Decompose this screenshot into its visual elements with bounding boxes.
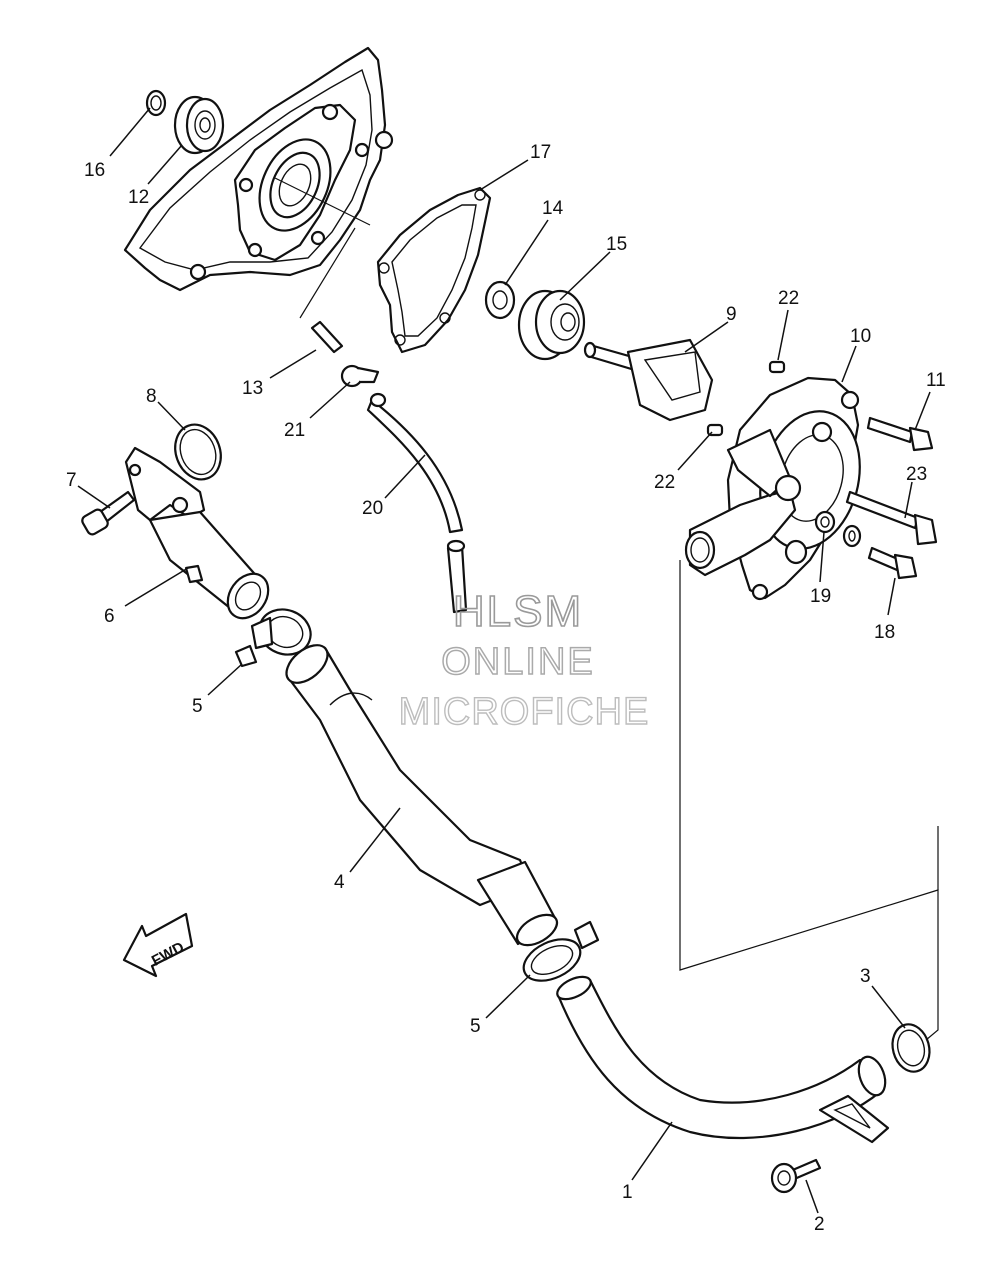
- watermark-line-2: ONLINE: [441, 641, 594, 683]
- callout-20: 20: [362, 498, 383, 519]
- water-pipe: [556, 975, 890, 1144]
- o-ring-3: [891, 1023, 931, 1073]
- crankcase-cover: [123, 46, 394, 292]
- callout-2: 2: [814, 1214, 825, 1235]
- callout-10: 10: [850, 326, 871, 347]
- washer-19: [784, 510, 862, 565]
- callout-15: 15: [606, 234, 627, 255]
- callout-11: 11: [926, 370, 946, 391]
- dowel-pin: [310, 320, 344, 354]
- callout-5-lower: 5: [470, 1016, 481, 1037]
- callout-17: 17: [530, 142, 551, 163]
- callout-6: 6: [104, 606, 115, 627]
- assembly-lines: [679, 560, 939, 1041]
- callout-18: 18: [874, 622, 895, 643]
- forward-arrow-icon: [122, 912, 194, 978]
- watermark-line-1: HLSM: [453, 587, 583, 636]
- callout-22-bottom: 22: [654, 472, 675, 493]
- circlip: [145, 89, 167, 117]
- dowel-pin-top: [768, 360, 786, 374]
- callout-3: 3: [860, 966, 871, 987]
- watermark-line-3: MICROFICHE: [399, 691, 650, 733]
- bolt-23: [845, 490, 938, 546]
- bearing: [173, 95, 225, 155]
- callout-7: 7: [66, 470, 77, 491]
- bolt-7: [81, 490, 136, 536]
- mechanical-seal: [517, 289, 586, 361]
- bolt-18: [867, 546, 918, 580]
- gasket: [376, 186, 492, 354]
- callout-19: 19: [810, 586, 831, 607]
- callout-23: 23: [906, 464, 927, 485]
- watermark: HLSM ONLINE MICROFICHE: [398, 586, 650, 734]
- callout-21: 21: [284, 420, 305, 441]
- leader-lines: [77, 107, 931, 1214]
- callout-1: 1: [622, 1182, 633, 1203]
- hose-clamp-upper: [234, 608, 312, 668]
- water-hose: [285, 644, 559, 947]
- callout-12: 12: [128, 187, 149, 208]
- hose-clamp-lower: [522, 920, 600, 982]
- water-pump-inlet-joint: [124, 446, 270, 620]
- hose-clamp-21: [340, 364, 380, 388]
- callout-labels: 16 12 17 14 15 9 22 10 11 13 21 8 20 22 …: [66, 142, 946, 1235]
- callout-22-top: 22: [778, 288, 799, 309]
- callout-14: 14: [542, 198, 564, 219]
- breather-hose: [366, 392, 468, 614]
- impeller-shaft: [583, 338, 714, 422]
- callout-13: 13: [242, 378, 263, 399]
- o-ring-8: [174, 423, 222, 481]
- callout-5-upper: 5: [192, 696, 203, 717]
- callout-9: 9: [726, 304, 737, 325]
- callout-16: 16: [84, 160, 105, 181]
- forward-direction-indicator: FWD: [122, 912, 194, 978]
- oil-seal: [484, 280, 516, 320]
- bolt-2: [770, 1158, 822, 1194]
- callout-4: 4: [334, 872, 345, 893]
- water-pump-housing: [684, 376, 861, 601]
- callout-8: 8: [146, 386, 157, 407]
- bolt-11: [866, 416, 934, 452]
